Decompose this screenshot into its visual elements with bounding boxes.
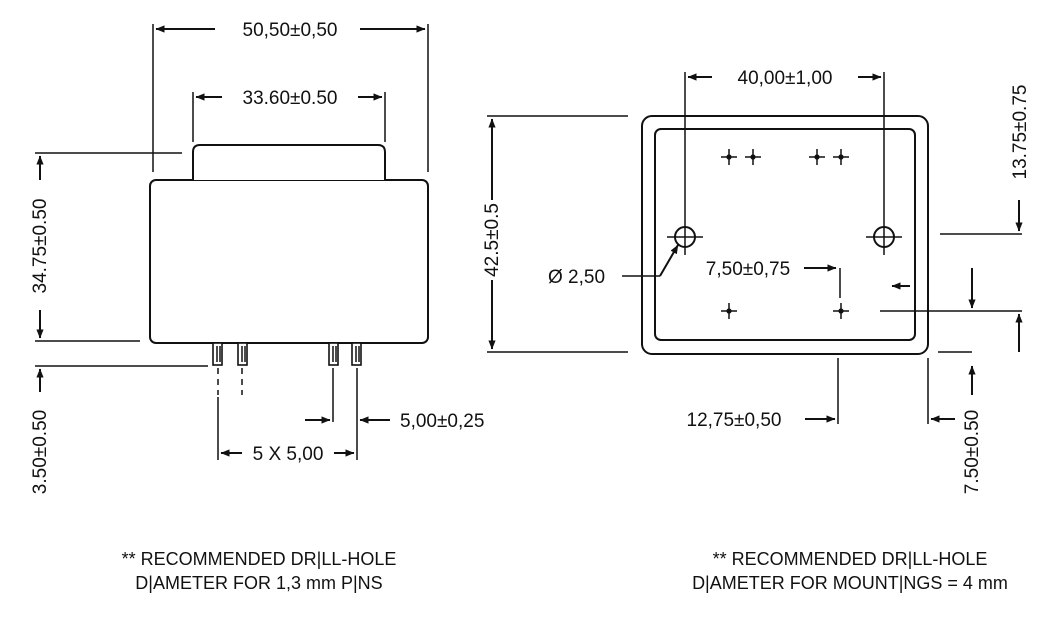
top-view-inner-body xyxy=(654,128,916,341)
pin-holes xyxy=(721,149,849,319)
dim-pin-spacing: 5 X 5,00 xyxy=(253,444,324,465)
leader-arrow xyxy=(659,244,679,277)
drill-hole-note-line2: D|AMETER FOR 1,3 mm P|NS xyxy=(135,573,382,593)
top-view: 40,00±1,00 42.5±0.5 Ø 2,50 7,50±0,75 13.… xyxy=(482,68,1031,593)
mounting-hole xyxy=(866,220,902,255)
pin-hole xyxy=(721,303,737,319)
dim-overall-width: 50,50±0,50 xyxy=(243,20,338,41)
mounting-hole-note-line2: D|AMETER FOR MOUNT|NGS = 4 mm xyxy=(692,573,1008,593)
dim-pin-length: 3.50±0.50 xyxy=(30,410,51,494)
dim-edge-offset: 13.75±0.75 xyxy=(1010,85,1031,180)
dim-side-height: 34.75±0.50 xyxy=(30,199,51,294)
side-view-top-part xyxy=(192,144,386,180)
pin-hole xyxy=(809,149,825,165)
pin-hole xyxy=(833,303,849,319)
dim-bottom-offset: 12,75±0,50 xyxy=(687,410,782,431)
pin-hole xyxy=(833,149,849,165)
dim-hole-diameter: Ø 2,50 xyxy=(548,267,605,288)
dim-mount-distance: 40,00±1,00 xyxy=(738,68,833,89)
pin-hole xyxy=(721,149,737,165)
side-view-body xyxy=(149,179,429,344)
side-view-pins xyxy=(212,342,362,395)
mounting-hole xyxy=(667,220,703,255)
side-view: 50,50±0,50 33.60±0.50 34.75±0.50 3.50±0.… xyxy=(30,20,484,593)
pin-hole xyxy=(745,149,761,165)
mounting-hole-note-line1: ** RECOMMENDED DR|LL-HOLE xyxy=(713,549,988,569)
dim-top-height: 42.5±0.5 xyxy=(482,203,503,277)
dim-pin-offset-top: 7.50±0.50 xyxy=(962,410,983,494)
dim-top-width: 33.60±0.50 xyxy=(243,88,338,109)
dim-inner-offset: 7,50±0,75 xyxy=(706,259,790,280)
dim-pin-offset: 5,00±0,25 xyxy=(400,411,484,432)
drill-hole-note-line1: ** RECOMMENDED DR|LL-HOLE xyxy=(122,549,397,569)
